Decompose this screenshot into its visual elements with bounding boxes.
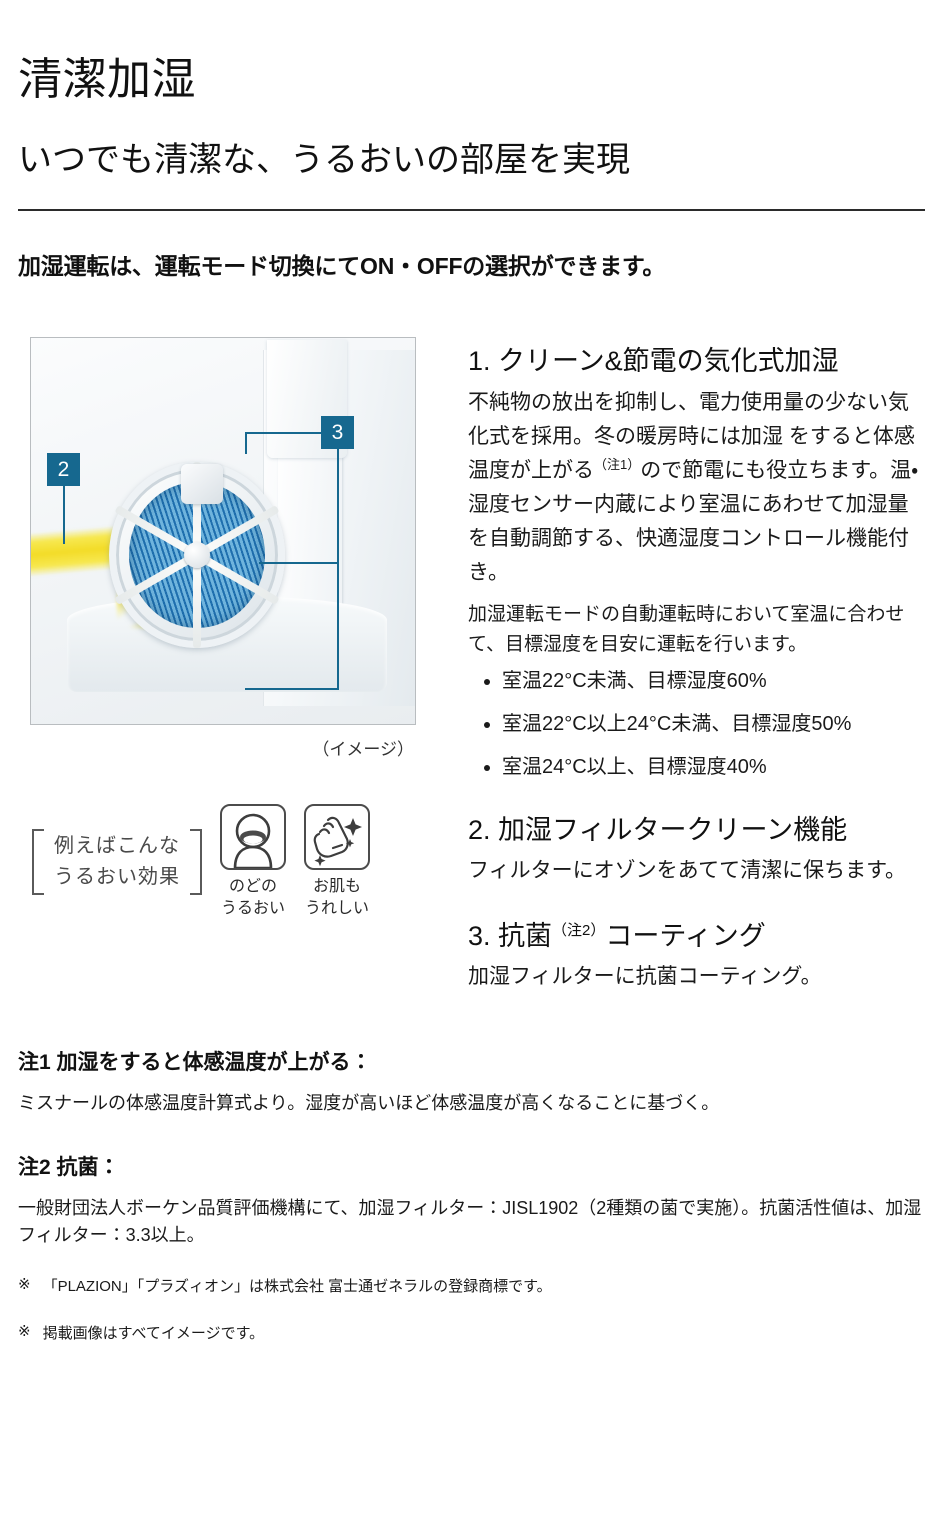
footnote-2-heading: 注2 抗菌： <box>18 1156 120 1180</box>
left-column: 2 3 （イメージ） 例えばこんな うるおい効果 のどの うるおい <box>18 337 438 919</box>
wheel-spoke <box>193 555 201 649</box>
page-title: 清潔加湿 <box>18 55 196 104</box>
footnote-ref-1: （注1） <box>594 456 641 472</box>
figure-caption: （イメージ） <box>312 740 414 760</box>
lead-statement: 加湿運転は、運転モード切換にてON・OFFの選択ができます。 <box>18 253 666 280</box>
section-3: 3. 抗菌（注2）コーティング 加湿フィルターに抗菌コーティング。 <box>468 918 925 994</box>
asterisk-text: 「PLAZION」「プラズィオン」は株式会社 富士通ゼネラルの登録商標です。 <box>42 1278 552 1296</box>
effect-label: のどの うるおい <box>220 878 285 917</box>
asterisk-text: 掲載画像はすべてイメージです。 <box>42 1325 265 1343</box>
list-item: 室温24°C以上、目標湿度40% <box>502 753 925 782</box>
effects-row: 例えばこんな うるおい効果 のどの うるおい <box>18 760 438 919</box>
wheel-motor-housing <box>181 464 223 505</box>
effect-item-throat: のどの うるおい <box>220 804 286 919</box>
section-3-title: 3. 抗菌（注2）コーティング <box>468 918 925 954</box>
section-1-body-post: ので節電にも役立ちます。温・湿度センサー内蔵により室温にあわせて加湿量を自動調節… <box>468 458 919 584</box>
section-1-body: 不純物の放出を抑制し、電力使用量の少ない気化式を採用。冬の暖房時には加湿 をする… <box>468 386 925 590</box>
callout-badge-3: 3 <box>321 416 354 450</box>
list-item: 室温22°C未満、目標湿度60% <box>502 667 925 696</box>
footnote-spacer <box>18 1117 925 1151</box>
product-figure: 2 3 <box>30 337 416 726</box>
callout-badge-2: 2 <box>47 453 80 487</box>
asterisk-mark: ※ <box>18 1323 31 1341</box>
trademark-note: ※ 「PLAZION」「プラズィオン」は株式会社 富士通ゼネラルの登録商標です。 <box>18 1249 925 1296</box>
footnote-1-heading: 注1 加湿をすると体感温度が上がる： <box>18 1051 372 1075</box>
page-subtitle: いつでも清潔な、うるおいの部屋を実現 <box>18 141 630 180</box>
effects-bracket-label: 例えばこんな うるおい効果 <box>32 828 202 895</box>
section-2-body: フィルターにオゾンをあてて清潔に保ちます。 <box>468 858 907 882</box>
humidity-target-list: 室温22°C未満、目標湿度60% 室温22°C以上24°C未満、目標湿度50% … <box>468 667 925 782</box>
callout-3-leader-line <box>337 449 339 690</box>
section-2: 2. 加湿フィルタークリーン機能 フィルターにオゾンをあてて清潔に保ちます。 <box>468 812 925 888</box>
list-item: 室温22°C以上24°C未満、目標湿度50% <box>502 710 925 739</box>
callout-3-leader-line <box>245 688 339 691</box>
section-3-title-pre: 3. 抗菌 <box>468 920 553 951</box>
effect-label: お肌も うれしい <box>304 878 369 917</box>
footnote-ref-2: （注2） <box>552 921 606 939</box>
footnote-2-body: 一般財団法人ボーケン品質評価機構にて、加湿フィルター：JISL1902（2種類の… <box>18 1198 922 1246</box>
right-column: 1. クリーン&節電の気化式加湿 不純物の放出を抑制し、電力使用量の少ない気化式… <box>468 337 925 994</box>
section-1-title: 1. クリーン&節電の気化式加湿 <box>468 346 839 377</box>
section-1-body-pre: 不純物の放出を抑制し、電力使用量の少ない気化式を採用。冬の暖房時には加湿 をする… <box>468 390 915 482</box>
footnote-1-body: ミスナールの体感温度計算式より。湿度が高いほど体感温度が高くなることに基づく。 <box>18 1093 720 1114</box>
callout-3-leader-line <box>245 432 323 435</box>
title-divider <box>18 209 925 212</box>
section-3-body: 加湿フィルターに抗菌コーティング。 <box>468 965 822 989</box>
section-1-note: 加湿運転モードの自動運転時において室温に合わせて、目標湿度を目安に運転を行います… <box>468 603 905 656</box>
section-2-title: 2. 加湿フィルタークリーン機能 <box>468 814 848 845</box>
content-columns: 2 3 （イメージ） 例えばこんな うるおい効果 のどの うるおい <box>18 281 925 994</box>
throat-icon <box>220 804 286 871</box>
callout-3-leader-line <box>259 562 339 565</box>
hands-sparkle-icon <box>304 804 370 871</box>
humidifier-filter-wheel <box>109 462 285 649</box>
asterisk-mark: ※ <box>18 1276 31 1294</box>
footnotes-section: 注1 加湿をすると体感温度が上がる： ミスナールの体感温度計算式より。湿度が高い… <box>18 994 925 1343</box>
image-disclaimer-note: ※ 掲載画像はすべてイメージです。 <box>18 1296 925 1343</box>
wheel-hub <box>184 542 210 569</box>
callout-2-leader-line <box>63 486 65 545</box>
section-3-title-post: コーティング <box>605 920 766 951</box>
effect-item-skin: お肌も うれしい <box>304 804 370 919</box>
callout-3-leader-line <box>245 432 247 455</box>
